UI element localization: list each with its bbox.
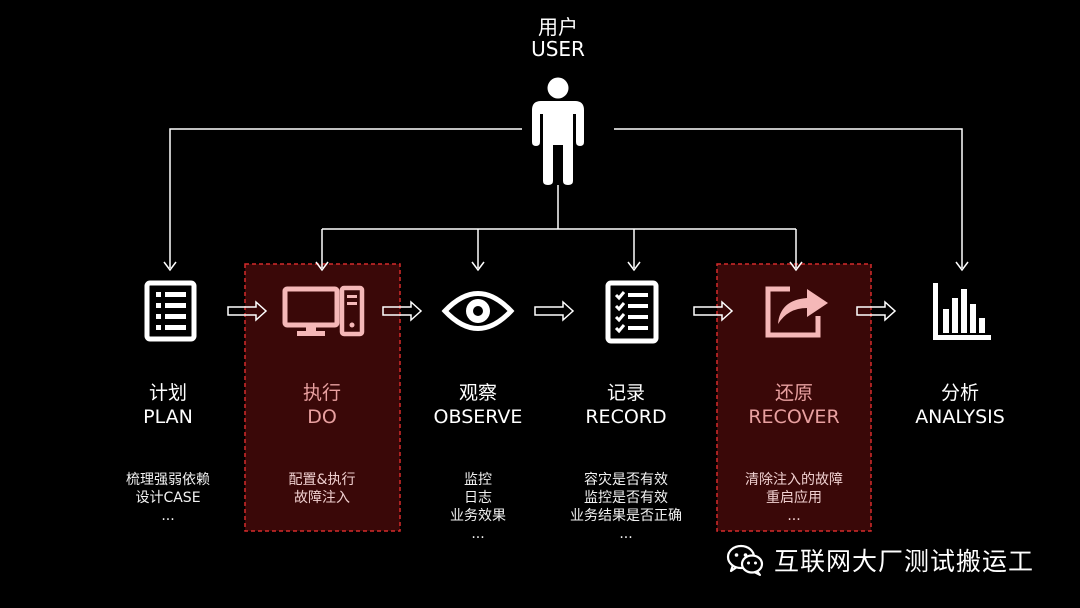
user-label-en: USER	[531, 37, 585, 61]
stage-title-cn: 还原	[774, 382, 813, 404]
stage-title-en: OBSERVE	[433, 406, 523, 428]
stage-title-en: PLAN	[143, 406, 193, 428]
stage-desc-line: 配置&执行	[288, 472, 356, 488]
person-icon	[532, 77, 584, 185]
stage-title-en: ANALYSIS	[915, 406, 1005, 428]
wechat-icon	[726, 544, 764, 576]
stage-desc-line: 设计CASE	[135, 490, 201, 506]
arrow-record-recover	[693, 300, 734, 322]
down-arrowheads	[163, 261, 969, 272]
arrow-observe-record	[534, 300, 575, 322]
stage-desc-line: ...	[161, 508, 175, 524]
bar-chart-icon	[933, 283, 991, 340]
stage-desc-line: 重启应用	[766, 490, 822, 506]
checklist-icon	[144, 280, 197, 342]
stage-do: 执行 DO 配置&执行 故障注入	[232, 381, 412, 507]
stage-title-cn: 执行	[302, 382, 341, 404]
arrow-recover-analysis	[856, 300, 897, 322]
user-label: 用户 USER	[508, 16, 608, 60]
arrow-do-observe	[382, 300, 423, 322]
watermark-text: 互联网大厂测试搬运工	[774, 547, 1035, 576]
stage-recover: 还原 RECOVER 清除注入的故障 重启应用 ...	[704, 381, 884, 525]
stage-desc-line: 业务效果	[450, 508, 506, 524]
stage-desc-line: 清除注入的故障	[745, 472, 843, 488]
stage-desc-line: 日志	[464, 490, 492, 506]
stage-title-en: RECORD	[585, 406, 667, 428]
stage-desc-line: 故障注入	[294, 490, 350, 506]
user-connectors	[169, 128, 963, 268]
stage-title-en: DO	[307, 406, 337, 428]
stage-plan: 计划 PLAN 梳理强弱依赖 设计CASE ...	[78, 381, 258, 525]
stage-record: 记录 RECORD 容灾是否有效 监控是否有效 业务结果是否正确 ...	[536, 381, 716, 543]
computer-icon	[282, 285, 365, 337]
stage-desc-line: ...	[471, 526, 485, 542]
do-highlight-panel	[244, 263, 401, 532]
stage-desc-line: 容灾是否有效	[584, 472, 668, 488]
flow-arrows	[227, 300, 897, 322]
stage-desc-line: ...	[619, 526, 633, 542]
stage-observe: 观察 OBSERVE 监控 日志 业务效果 ...	[388, 381, 568, 543]
stage-desc-line: ...	[787, 508, 801, 524]
stage-desc-line: 业务结果是否正确	[570, 508, 682, 524]
share-out-icon	[765, 286, 828, 338]
watermark: 互联网大厂测试搬运工	[726, 542, 1034, 578]
stage-analysis: 分析 ANALYSIS	[870, 381, 1050, 429]
stage-desc-line: 梳理强弱依赖	[126, 472, 210, 488]
stage-desc-line: 监控	[464, 472, 492, 488]
stage-title-cn: 记录	[606, 382, 645, 404]
checklist-done-icon	[605, 280, 659, 344]
stage-title-cn: 计划	[148, 382, 187, 404]
eye-icon	[441, 291, 515, 331]
arrow-plan-do	[227, 300, 268, 322]
stage-title-cn: 分析	[940, 382, 979, 404]
stage-desc-line: 监控是否有效	[584, 490, 668, 506]
stage-title-cn: 观察	[458, 382, 497, 404]
stage-title-en: RECOVER	[748, 406, 840, 428]
user-label-cn: 用户	[538, 15, 578, 39]
